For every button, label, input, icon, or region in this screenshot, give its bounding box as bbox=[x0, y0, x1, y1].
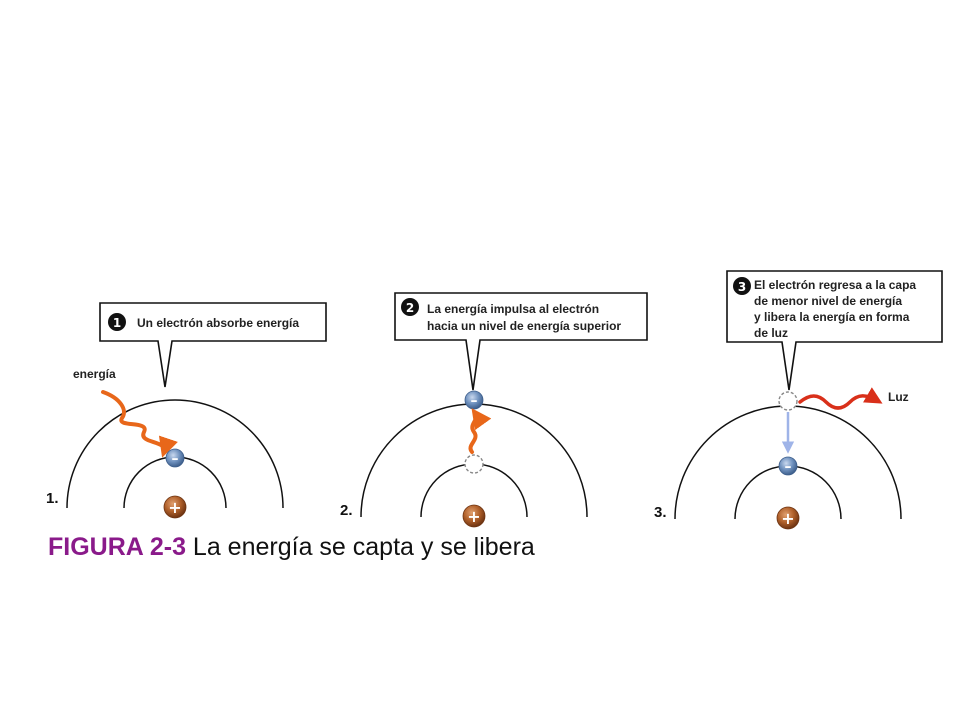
step-badge-2 bbox=[401, 298, 419, 316]
step-badge-3 bbox=[733, 277, 751, 295]
step-number-2: 2 bbox=[406, 301, 414, 315]
figure-title: La energía se capta y se libera bbox=[185, 533, 535, 561]
step-badge-1 bbox=[108, 313, 126, 331]
step-number-3: 3 bbox=[738, 280, 746, 294]
callout-text-1: Un electrón absorbe energía bbox=[137, 316, 299, 330]
panel-1: 1 Un electrón absorbe energía energía – … bbox=[46, 302, 327, 519]
light-label: Luz bbox=[888, 390, 909, 404]
electron-sign-1: – bbox=[172, 451, 179, 467]
empty-electron-slot-2 bbox=[464, 454, 484, 474]
nucleus-1 bbox=[163, 495, 187, 519]
panel-3: 3 El electrón regresa a la capa de menor… bbox=[654, 270, 943, 530]
callout-text-2b: hacia un nivel de energía superior bbox=[427, 319, 621, 333]
callout-text-3c: y libera la energía en forma bbox=[754, 310, 910, 324]
callout-box-1 bbox=[99, 302, 327, 388]
callout-box-2 bbox=[394, 292, 648, 391]
panel-number-1: 1. bbox=[46, 490, 59, 507]
nucleus-sign-1: + bbox=[168, 498, 181, 517]
callout-text-3b: de menor nivel de energía bbox=[754, 294, 902, 308]
electron-3 bbox=[778, 456, 798, 476]
figure-caption: FIGURA 2-3 La energía se capta y se libe… bbox=[48, 533, 908, 562]
light-wave bbox=[798, 387, 883, 410]
panel-2: 2 La energía impulsa al electrón hacia u… bbox=[340, 292, 648, 528]
outer-shell-1 bbox=[66, 399, 284, 509]
panel-number-2: 2. bbox=[340, 502, 353, 519]
callout-text-3d: de luz bbox=[754, 326, 788, 340]
energy-label: energía bbox=[73, 367, 116, 381]
empty-electron-slot-3 bbox=[778, 391, 798, 411]
electron-sign-2: – bbox=[471, 393, 478, 409]
nucleus-3 bbox=[776, 506, 800, 530]
electron-1 bbox=[165, 448, 185, 468]
energy-arrow bbox=[101, 390, 178, 458]
callout-box-3 bbox=[726, 270, 943, 391]
panel-number-3: 3. bbox=[654, 504, 667, 521]
callout-text-2a: La energía impulsa al electrón bbox=[427, 302, 599, 316]
nucleus-2 bbox=[462, 504, 486, 528]
boost-arrow bbox=[468, 408, 492, 454]
figure-number: FIGURA 2-3 bbox=[48, 533, 186, 561]
step-number-1: 1 bbox=[113, 316, 121, 330]
nucleus-sign-2: + bbox=[467, 507, 480, 526]
callout-text-3a: El electrón regresa a la capa bbox=[754, 278, 916, 292]
nucleus-sign-3: + bbox=[781, 509, 794, 528]
electron-sign-3: – bbox=[785, 459, 792, 475]
